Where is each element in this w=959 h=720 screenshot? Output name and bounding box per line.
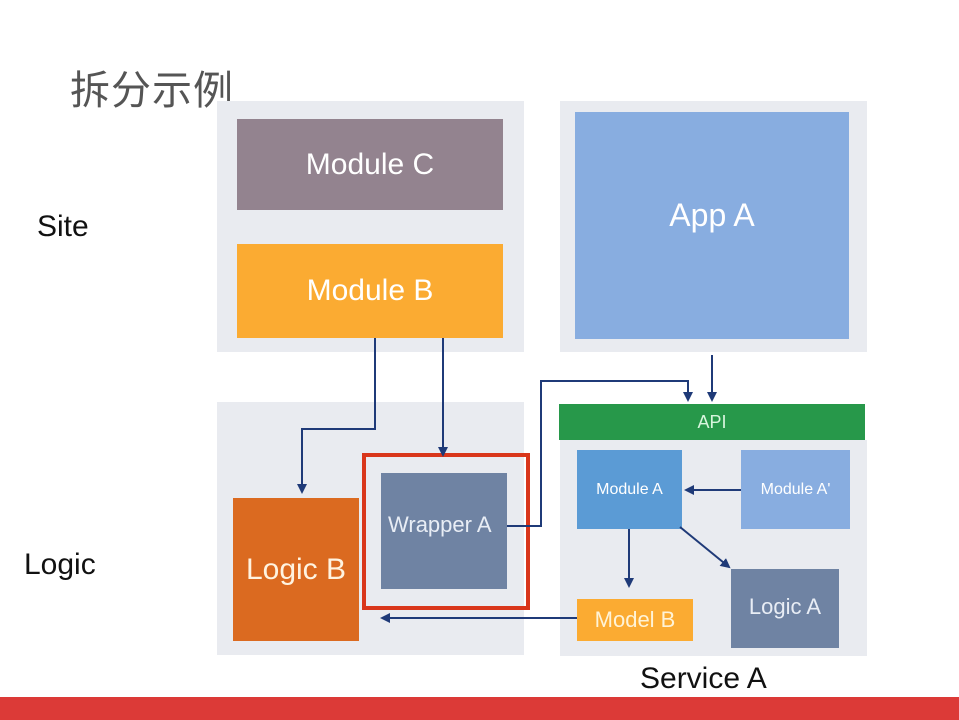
footer-bar (0, 697, 959, 720)
logic-a-label: Logic A (748, 593, 822, 619)
logic-a-box: Logic A (731, 569, 839, 648)
api-label: API (697, 411, 727, 432)
logic-b-box: Logic B (233, 498, 359, 641)
arrow-wrapper-a-to-api (507, 380, 693, 527)
service-a-label: Service A (640, 662, 767, 695)
module-a-prime-label: Module A' (760, 480, 831, 498)
arrow-module-b-to-logic-b (297, 338, 376, 494)
module-c-box: Module C (237, 119, 503, 210)
app-a-box: App A (575, 112, 849, 339)
module-a-box: Module A (577, 450, 682, 529)
arrow-module-a-to-logic-a (679, 526, 731, 569)
model-b-box: Model B (577, 599, 693, 641)
api-bar: API (559, 404, 865, 440)
logic-row-label: Logic (24, 548, 96, 581)
module-b-label: Module B (306, 274, 434, 307)
module-a-prime-box: Module A' (741, 450, 850, 529)
app-a-label: App A (669, 197, 755, 233)
slide-title: 拆分示例 (70, 68, 234, 114)
wrapper-a-label: Wrapper A (388, 512, 492, 537)
logic-b-label: Logic B (245, 552, 347, 586)
module-c-label: Module C (305, 147, 435, 181)
site-row-label: Site (37, 210, 89, 243)
module-a-label: Module A (596, 480, 663, 498)
module-b-box: Module B (237, 244, 503, 338)
model-b-label: Model B (594, 607, 676, 632)
wrapper-a-box: Wrapper A (381, 473, 507, 589)
